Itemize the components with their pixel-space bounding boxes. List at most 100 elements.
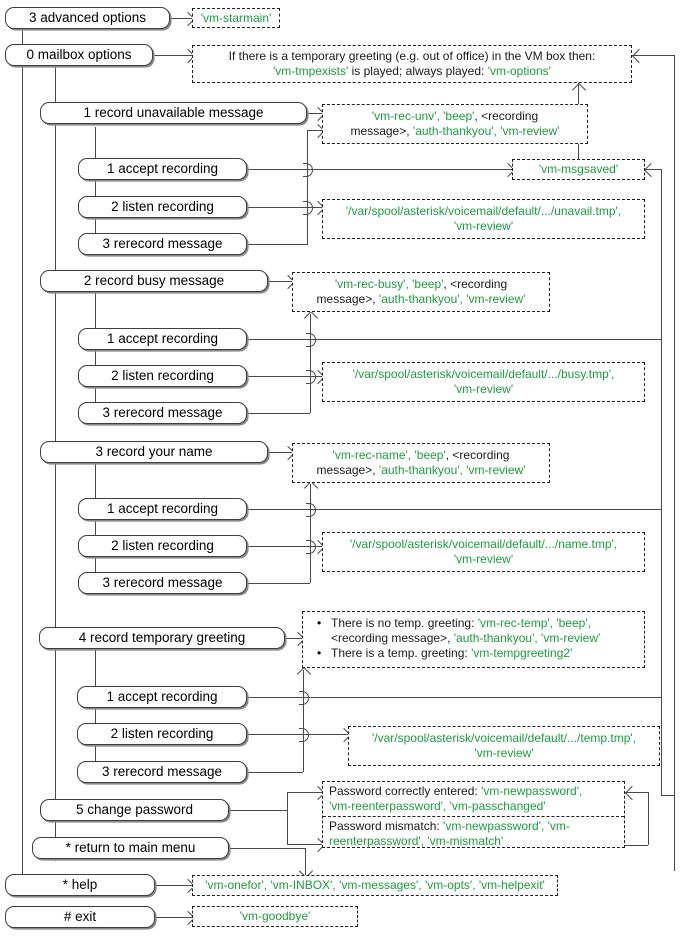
annotation-rec-temp: There is no temp. greeting: 'vm-rec-temp… (302, 611, 645, 668)
node-advanced-options[interactable]: 3 advanced options (5, 7, 170, 29)
line-hop-temp-accept (299, 691, 309, 705)
node-busy-accept-recording[interactable]: 1 accept recording (78, 328, 247, 350)
edge-return-main-down (305, 848, 306, 875)
annotation-rec-busy-rec1: , <recording (443, 277, 508, 291)
edge-return-main-out (229, 848, 305, 849)
annotation-starmain-text: 'vm-starmain' (200, 10, 272, 25)
annotation-busy-tmp: '/var/spool/asterisk/voicemail/default/.… (322, 362, 645, 402)
annotation-mailbox-options-token: 'vm-options' (487, 64, 551, 78)
edge-busy-accept-to-bus (247, 339, 661, 340)
annotation-rec-temp-bullet-2: There is a temp. greeting: 'vm-tempgreet… (317, 646, 638, 661)
annotation-msgsaved-text: 'vm-msgsaved' (538, 162, 619, 176)
edge-temp-to-rectemp (285, 638, 302, 639)
annotation-password-ok-pre: Password correctly entered: (329, 784, 482, 798)
node-name-listen-recording[interactable]: 2 listen recording (78, 535, 247, 557)
node-unavail-rerecord-message[interactable]: 3 rerecord message (78, 233, 247, 255)
edge-password-out (229, 810, 287, 811)
edge-password-loop-top (625, 792, 648, 793)
node-temp-rerecord-message[interactable]: 3 rerecord message (77, 761, 247, 783)
annotation-rec-name-rec2: message>, (316, 463, 379, 477)
annotation-rec-busy: 'vm-rec-busy', 'beep', <recording messag… (292, 272, 550, 312)
edge-unavail-accept-to-msgsaved (247, 169, 512, 170)
node-unavail-accept-recording[interactable]: 1 accept recording (78, 158, 247, 180)
edge-password-loop-bottom (625, 845, 648, 846)
node-record-busy-message[interactable]: 2 record busy message (40, 270, 268, 292)
node-record-your-name[interactable]: 3 record your name (40, 441, 268, 463)
arrowhead-bus-outer-to-options (631, 48, 647, 63)
annotation-rec-temp-b1-rec: <recording message>, (331, 631, 454, 645)
annotation-name-tmp-review: 'vm-review' (453, 552, 514, 566)
annotation-password-mismatch: Password mismatch: 'vm-newpassword', 'vm… (323, 817, 624, 851)
trunk-busy (95, 292, 96, 410)
annotation-rec-temp-b2-tok: 'vm-tempgreeting2' (471, 646, 573, 660)
annotation-name-tmp-path: '/var/spool/asterisk/voicemail/default/.… (349, 537, 618, 551)
annotation-mailbox-line1: If there is a temporary greeting (e.g. o… (228, 49, 596, 63)
annotation-msgsaved: 'vm-msgsaved' (512, 159, 645, 180)
edge-name-to-recname (268, 452, 292, 453)
edge-unavail-listen-to-tmp (247, 207, 322, 208)
edge-temp-accept-to-bus (247, 697, 661, 698)
arrowhead-bus-inner-to-msgsaved (643, 162, 659, 177)
node-busy-rerecord-message[interactable]: 3 rerecord message (78, 402, 247, 424)
edge-name-rerecord-up (310, 484, 311, 583)
annotation-rec-temp-b1-tok2: 'auth-thankyou', 'vm-review' (453, 631, 601, 645)
annotation-password-bad-tok2: reenterpassword', 'vm-mismatch' (329, 834, 504, 848)
annotation-temp-tmp-path: '/var/spool/asterisk/voicemail/default/.… (371, 731, 637, 745)
node-return-to-main-menu[interactable]: * return to main menu (32, 837, 229, 859)
annotation-unavail-tmp-review: 'vm-review' (453, 219, 514, 233)
bus-inner-close (661, 795, 674, 796)
edge-password-to-mismatch (287, 844, 322, 845)
annotation-rec-temp-b2-pre: There is a temp. greeting: (331, 646, 472, 660)
node-busy-listen-recording[interactable]: 2 listen recording (78, 365, 247, 387)
annotation-rec-temp-b1-pre: There is no temp. greeting: (331, 616, 478, 630)
annotation-unavail-tmp-path: '/var/spool/asterisk/voicemail/default/.… (345, 204, 622, 218)
annotation-password-success: Password correctly entered: 'vm-newpassw… (323, 782, 624, 817)
annotation-password-bad-pre: Password mismatch: (329, 819, 444, 833)
annotation-rec-name: 'vm-rec-name', 'beep', <recording messag… (292, 443, 550, 483)
node-mailbox-options[interactable]: 0 mailbox options (5, 44, 153, 66)
annotation-rec-name-tokens2: 'auth-thankyou', 'vm-review' (378, 463, 526, 477)
edge-name-listen-to-tmp (247, 546, 322, 547)
node-record-unavailable-message[interactable]: 1 record unavailable message (40, 102, 307, 124)
line-hop-busy-accept (306, 333, 316, 347)
edge-unavail-rerecord-up (307, 130, 308, 244)
edge-busy-to-recbusy (268, 281, 292, 282)
edge-mailbox-to-annotation (153, 55, 192, 56)
arrowhead-busy-rerecord-recbusy (303, 310, 318, 326)
line-hop-name-accept (306, 503, 316, 517)
node-temp-accept-recording[interactable]: 1 accept recording (77, 686, 247, 708)
node-name-accept-recording[interactable]: 1 accept recording (78, 498, 247, 520)
annotation-temp-tmp: '/var/spool/asterisk/voicemail/default/.… (348, 726, 660, 766)
trunk-temp (95, 648, 96, 770)
node-name-rerecord-message[interactable]: 3 rerecord message (78, 572, 247, 594)
annotation-exit: 'vm-goodbye' (192, 906, 358, 927)
edge-password-to-success (287, 792, 322, 793)
annotation-rec-temp-bullet-1: There is no temp. greeting: 'vm-rec-temp… (317, 616, 638, 646)
annotation-rec-unv: 'vm-rec-unv', 'beep', <recording message… (322, 104, 588, 144)
node-temp-listen-recording[interactable]: 2 listen recording (77, 723, 247, 745)
edge-busy-rerecord-up (310, 314, 311, 413)
edge-advanced-to-starmain (170, 18, 192, 19)
edge-busy-rerecord-out (247, 413, 310, 414)
node-record-temporary-greeting[interactable]: 4 record temporary greeting (39, 627, 285, 649)
edge-bus-inner-to-msgsaved (645, 169, 661, 170)
node-help[interactable]: * help (5, 874, 155, 896)
annotation-mailbox-options: If there is a temporary greeting (e.g. o… (192, 45, 632, 83)
line-hop-unavail-listen (303, 201, 313, 215)
node-exit[interactable]: # exit (5, 906, 155, 928)
edge-busy-listen-to-tmp (247, 376, 322, 377)
edge-temp-rerecord-out (247, 772, 303, 773)
edge-password-loop-vertical (648, 792, 649, 845)
arrowhead-password-loop (624, 785, 640, 800)
annotation-password: Password correctly entered: 'vm-newpassw… (322, 781, 625, 848)
edge-name-rerecord-out (247, 583, 310, 584)
edge-unavail-rerecord-into-recunv (307, 130, 322, 131)
edge-unavail-rerecord-out (247, 244, 308, 245)
annotation-mailbox-tmpexists: 'vm-tmpexists' (273, 64, 349, 78)
node-unavail-listen-recording[interactable]: 2 listen recording (78, 196, 247, 218)
node-change-password[interactable]: 5 change password (40, 799, 229, 821)
annotation-rec-unv-rec1: , <recording (474, 109, 539, 123)
line-hop-unavail-accept (303, 163, 313, 177)
annotation-starmain: 'vm-starmain' (192, 8, 280, 28)
edge-temp-rerecord-up (303, 670, 304, 772)
